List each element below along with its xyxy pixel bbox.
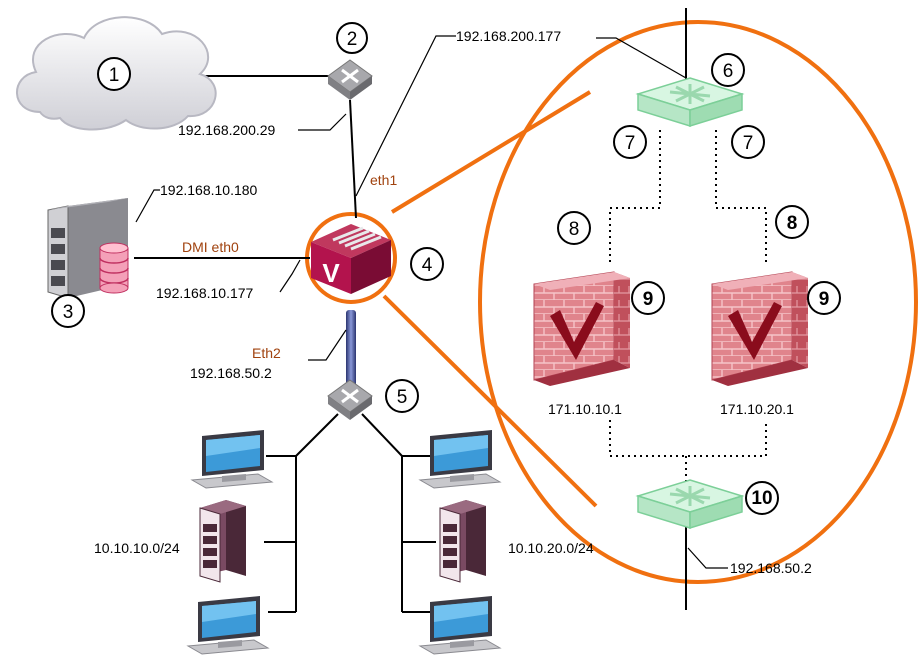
label-eth2: Eth2: [252, 345, 281, 361]
label-router-uplink-ip: 192.168.200.177: [456, 28, 561, 44]
label-eth2-ip: 192.168.50.2: [190, 365, 272, 381]
marker-10: 10: [745, 481, 779, 515]
marker-2: 2: [336, 22, 368, 54]
dotted-links: [609, 130, 767, 484]
svg-text:9: 9: [819, 289, 830, 310]
zoom-ellipse: [478, 20, 918, 584]
marker-8-right: 8: [775, 205, 809, 239]
marker-5: 5: [385, 379, 419, 413]
lan-links: [264, 413, 436, 613]
label-subnet-left: 10.10.10.0/24: [94, 540, 180, 556]
workstation-icon: [419, 429, 501, 489]
svg-text:5: 5: [397, 387, 408, 408]
marker-1: 1: [97, 57, 131, 91]
svg-text:9: 9: [643, 289, 654, 310]
leader-lines: [135, 35, 728, 569]
zoom-line-lower: [382, 294, 598, 508]
tower-server-icon: [439, 499, 487, 583]
database-icon: [99, 242, 129, 294]
svg-text:2: 2: [347, 29, 358, 50]
workstation-icon: [191, 429, 273, 489]
marker-7-left: 7: [613, 125, 647, 159]
svg-text:6: 6: [723, 61, 734, 82]
label-dmi-ip: 192.168.10.177: [156, 285, 254, 301]
label-server-ip: 192.168.10.180: [160, 182, 258, 198]
marker-3: 3: [51, 294, 85, 328]
firewall-icon: [533, 271, 630, 386]
svg-text:4: 4: [422, 255, 433, 276]
label-eth1: eth1: [370, 172, 397, 188]
link-router-appliance: [349, 99, 357, 219]
firewall-icon: [711, 271, 808, 386]
svg-text:8: 8: [569, 219, 580, 240]
svg-text:1: 1: [109, 65, 120, 86]
marker-6: 6: [711, 53, 745, 87]
marker-4: 4: [410, 247, 444, 281]
workstation-icon: [419, 595, 501, 655]
label-router-wan-ip: 192.168.200.29: [178, 122, 276, 138]
tower-server-icon: [199, 499, 247, 583]
label-bottom-switch-ip: 192.168.50.2: [730, 560, 812, 576]
router-icon: [326, 58, 374, 102]
marker-9-right: 9: [807, 281, 841, 315]
zoom-line-upper: [390, 90, 592, 214]
svg-text:3: 3: [63, 302, 74, 323]
svg-text:10: 10: [751, 488, 772, 509]
label-subnet-right: 10.10.20.0/24: [508, 540, 594, 556]
appliance-icon: V: [311, 224, 391, 294]
lan-router-icon: [326, 378, 374, 422]
marker-9-left: 9: [631, 281, 665, 315]
svg-text:7: 7: [743, 133, 754, 154]
appliance-letter: V: [322, 258, 340, 288]
switch-icon: [636, 478, 744, 530]
svg-text:8: 8: [787, 213, 798, 234]
label-firewall-2-ip: 171.10.20.1: [720, 401, 794, 417]
marker-7-right: 7: [731, 125, 765, 159]
trunk-eth2: [346, 310, 356, 390]
label-firewall-1-ip: 171.10.10.1: [548, 401, 622, 417]
svg-text:7: 7: [625, 133, 636, 154]
marker-8-left: 8: [557, 211, 591, 245]
label-dmi: DMI eth0: [182, 239, 239, 255]
workstation-icon: [187, 595, 269, 655]
